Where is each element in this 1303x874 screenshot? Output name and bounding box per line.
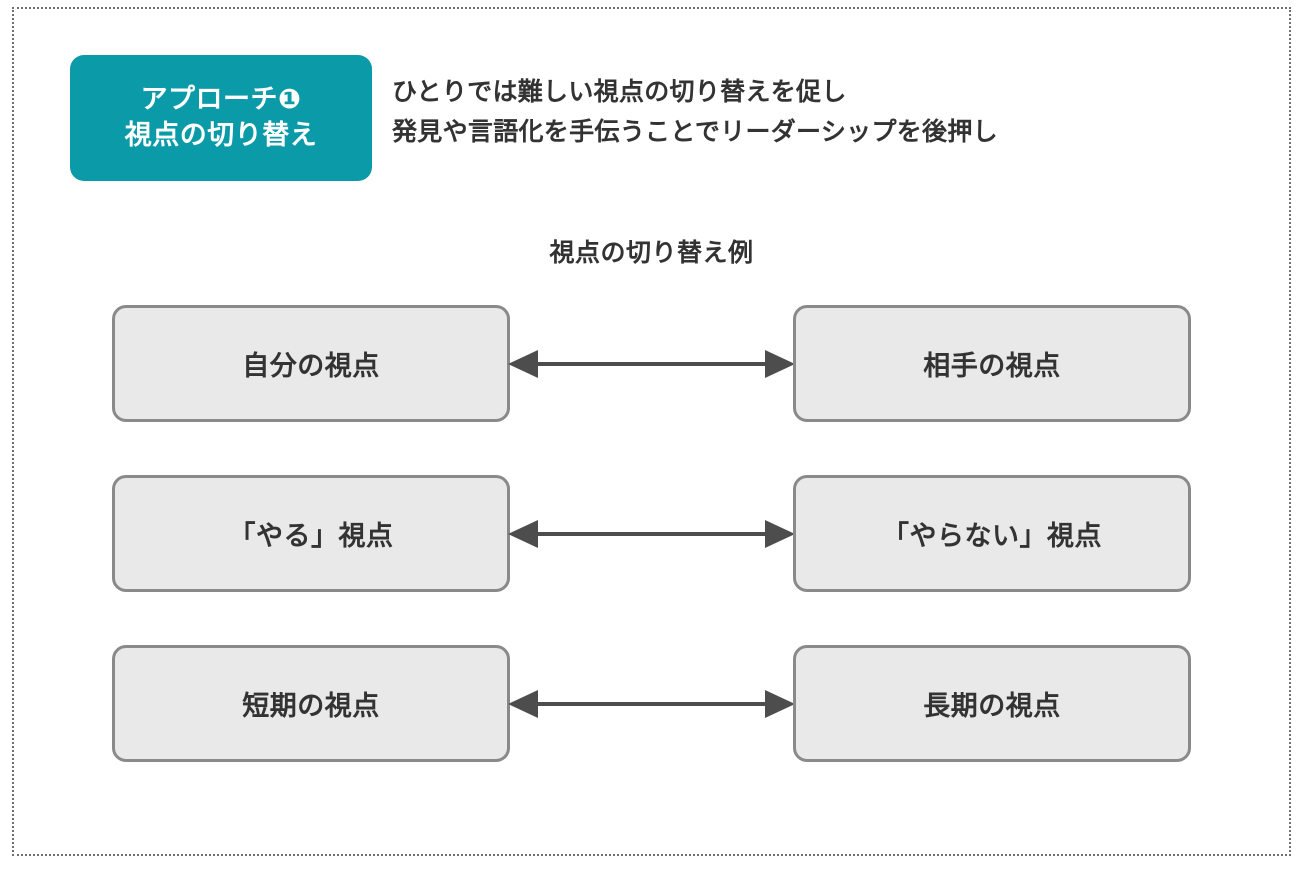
perspective-node-label: 長期の視点	[923, 691, 1061, 721]
approach-badge-line-1: アプローチ❶	[140, 84, 302, 115]
perspective-pair-row: 自分の視点 相手の視点	[112, 305, 1191, 422]
perspective-node-left: 短期の視点	[112, 645, 510, 762]
section-title: 視点の切り替え例	[549, 239, 754, 267]
perspective-node-right: 相手の視点	[793, 305, 1191, 422]
perspective-node-label: 「やる」視点	[228, 521, 394, 551]
double-arrow-icon	[508, 683, 795, 725]
double-arrow-icon	[508, 343, 795, 385]
double-arrow-icon	[508, 513, 795, 555]
header-description-line-1: ひとりでは難しい視点の切り替えを促し	[392, 78, 847, 106]
perspective-pair-row: 「やる」視点 「やらない」視点	[112, 475, 1191, 592]
header-section: アプローチ❶ 視点の切り替え ひとりでは難しい視点の切り替えを促し 発見や言語化…	[70, 55, 1230, 185]
approach-badge: アプローチ❶ 視点の切り替え	[70, 55, 372, 181]
header-description: ひとりでは難しい視点の切り替えを促し 発見や言語化を手伝うことでリーダーシップを…	[392, 73, 1232, 152]
approach-badge-line-2: 視点の切り替え	[124, 120, 318, 150]
header-description-line-2: 発見や言語化を手伝うことでリーダーシップを後押し	[392, 117, 998, 146]
perspective-node-right: 長期の視点	[793, 645, 1191, 762]
perspective-node-label: 自分の視点	[242, 351, 380, 381]
perspective-node-right: 「やらない」視点	[793, 475, 1191, 592]
perspective-node-label: 相手の視点	[923, 351, 1061, 381]
perspective-node-label: 短期の視点	[242, 691, 380, 721]
perspective-node-label: 「やらない」視点	[882, 521, 1102, 551]
perspective-node-left: 自分の視点	[112, 305, 510, 422]
perspective-node-left: 「やる」視点	[112, 475, 510, 592]
perspective-pair-row: 短期の視点 長期の視点	[112, 645, 1191, 762]
